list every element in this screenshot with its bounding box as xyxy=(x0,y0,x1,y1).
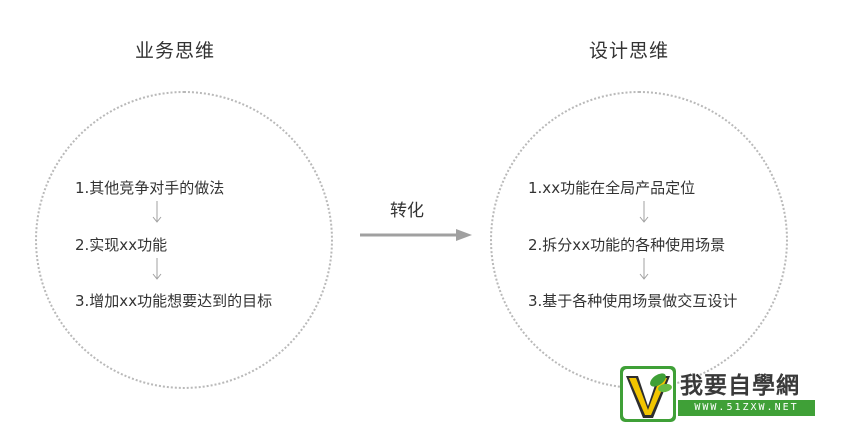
design-step-1: 1.xx功能在全局产品定位 xyxy=(528,179,696,197)
down-arrow-icon xyxy=(639,201,649,223)
transform-label: 转化 xyxy=(390,201,424,221)
watermark-logo: 我要自學網 WWW.51ZXW.NET xyxy=(618,364,818,424)
business-thinking-circle xyxy=(35,91,333,389)
v-leaf-logo-icon xyxy=(620,366,676,422)
business-step-3: 3.增加xx功能想要达到的目标 xyxy=(75,292,273,310)
watermark-url: WWW.51ZXW.NET xyxy=(678,400,815,416)
right-arrow-icon xyxy=(360,229,472,241)
business-step-2: 2.实现xx功能 xyxy=(75,236,168,254)
down-arrow-icon xyxy=(152,258,162,280)
design-step-2: 2.拆分xx功能的各种使用场景 xyxy=(528,236,726,254)
design-step-3: 3.基于各种使用场景做交互设计 xyxy=(528,292,738,310)
down-arrow-icon xyxy=(152,201,162,223)
design-thinking-title: 设计思维 xyxy=(589,40,670,62)
watermark-site-name: 我要自學網 xyxy=(680,373,800,399)
down-arrow-icon xyxy=(639,258,649,280)
business-step-1: 1.其他竞争对手的做法 xyxy=(75,179,225,197)
business-thinking-title: 业务思维 xyxy=(135,40,216,62)
